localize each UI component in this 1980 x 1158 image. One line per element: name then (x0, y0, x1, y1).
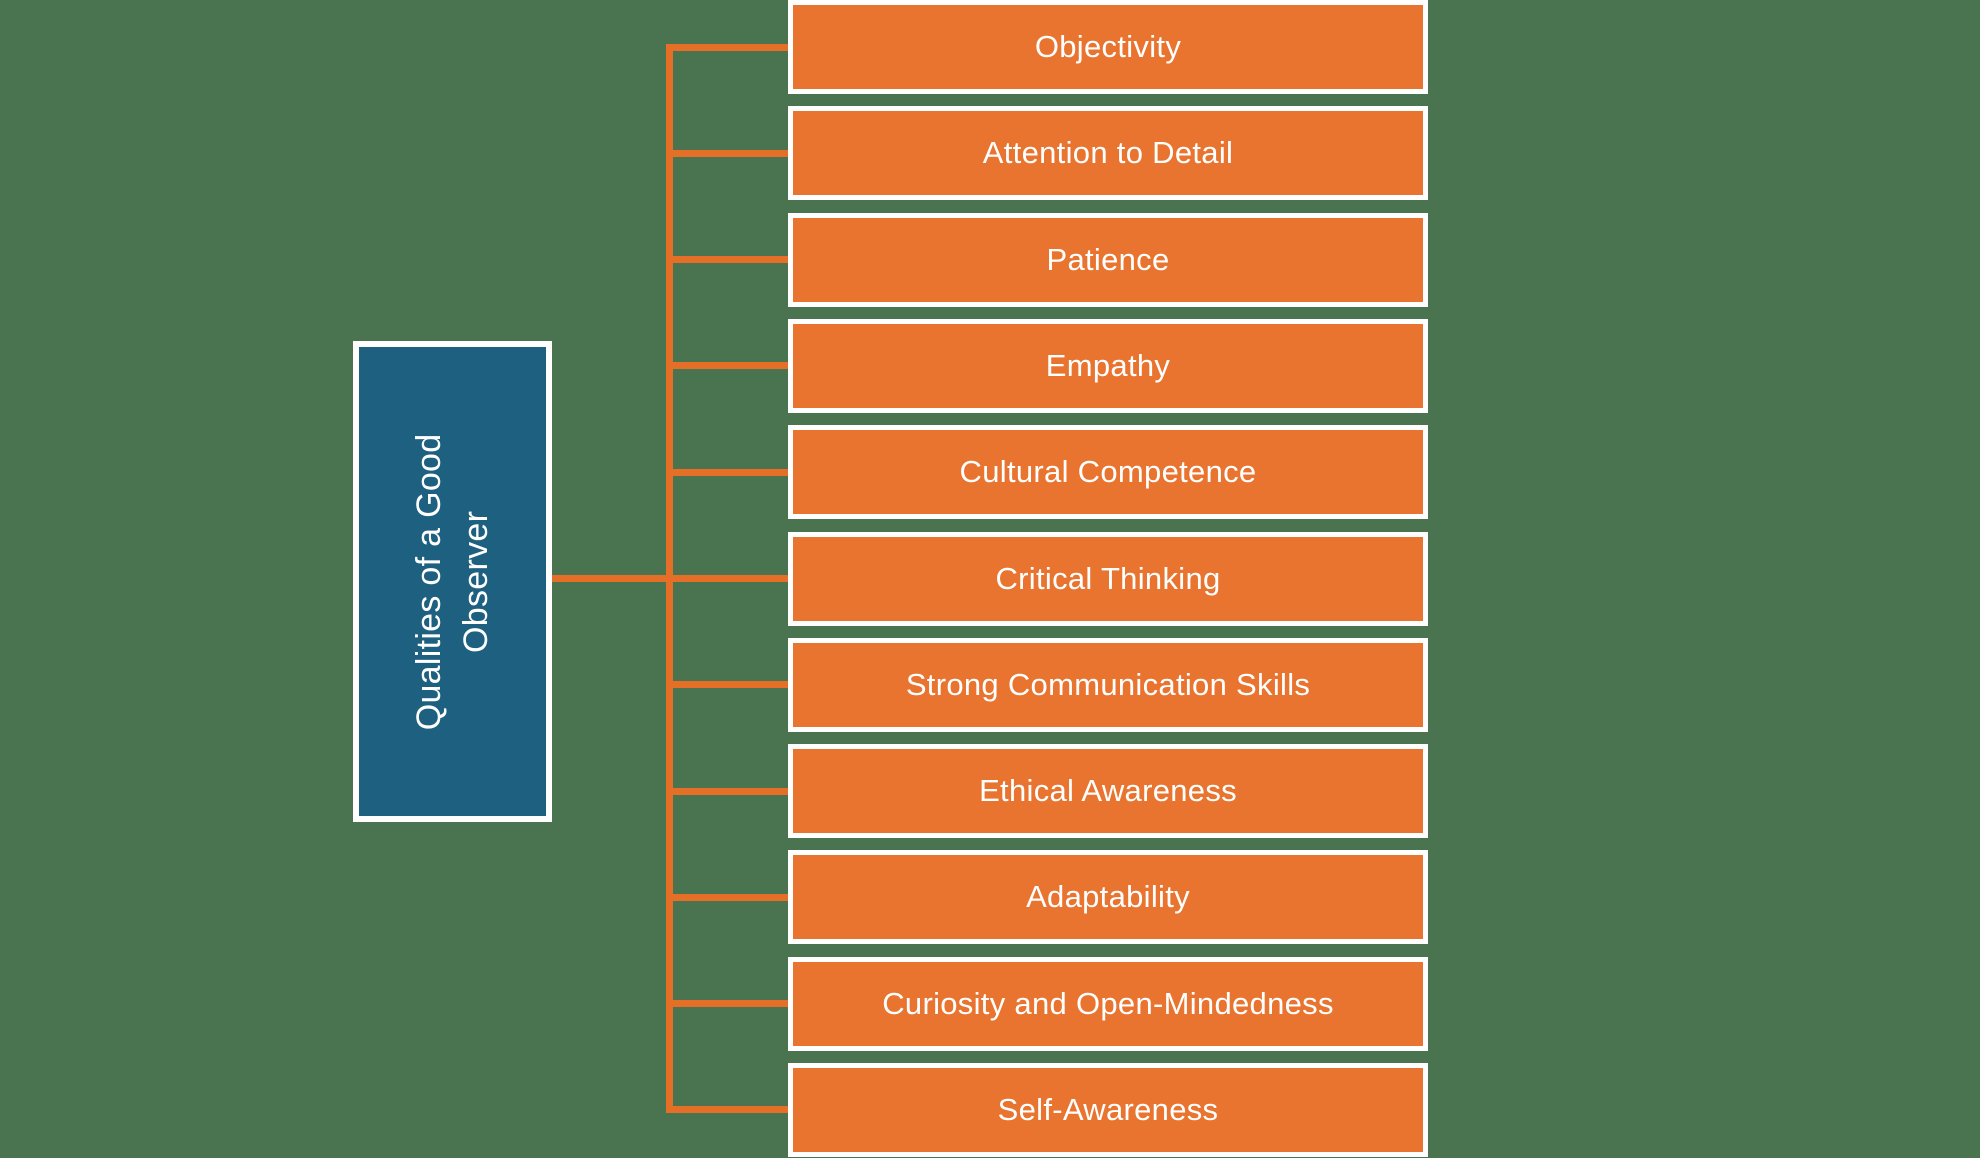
connector-branch-3 (666, 256, 788, 263)
node-label: Attention to Detail (982, 135, 1234, 170)
connector-branch-6 (666, 575, 788, 582)
node-label: Empathy (1045, 348, 1171, 383)
root-title-line-2: Observer (456, 510, 495, 653)
connector-title-to-trunk (552, 575, 673, 582)
node-attention-to-detail: Attention to Detail (788, 106, 1428, 200)
node-strong-communication-skills: Strong Communication Skills (788, 638, 1428, 732)
connector-branch-1 (666, 44, 788, 51)
connector-branch-4 (666, 362, 788, 369)
node-label: Strong Communication Skills (905, 667, 1311, 702)
node-label: Critical Thinking (995, 561, 1221, 596)
root-title-box: Qualities of a Good Observer (353, 341, 552, 822)
node-self-awareness: Self-Awareness (788, 1063, 1428, 1157)
connector-branch-10 (666, 1000, 788, 1007)
node-label: Curiosity and Open-Mindedness (882, 986, 1334, 1021)
node-label: Ethical Awareness (979, 773, 1237, 808)
connector-branch-11 (666, 1106, 788, 1113)
node-curiosity-open-mindedness: Curiosity and Open-Mindedness (788, 957, 1428, 1051)
node-label: Patience (1046, 242, 1170, 277)
root-title-line-1: Qualities of a Good (409, 433, 448, 730)
node-label: Objectivity (1034, 29, 1182, 64)
node-cultural-competence: Cultural Competence (788, 425, 1428, 519)
node-empathy: Empathy (788, 319, 1428, 413)
node-label: Cultural Competence (959, 454, 1257, 489)
connector-branch-8 (666, 788, 788, 795)
root-title-text: Qualities of a Good Observer (406, 347, 500, 817)
node-label: Adaptability (1026, 879, 1190, 914)
connector-branch-2 (666, 150, 788, 157)
node-label: Self-Awareness (997, 1092, 1219, 1127)
node-critical-thinking: Critical Thinking (788, 532, 1428, 626)
connector-branch-5 (666, 469, 788, 476)
node-adaptability: Adaptability (788, 850, 1428, 944)
node-ethical-awareness: Ethical Awareness (788, 744, 1428, 838)
connector-branch-7 (666, 681, 788, 688)
connector-branch-9 (666, 894, 788, 901)
node-patience: Patience (788, 213, 1428, 307)
node-objectivity: Objectivity (788, 0, 1428, 94)
